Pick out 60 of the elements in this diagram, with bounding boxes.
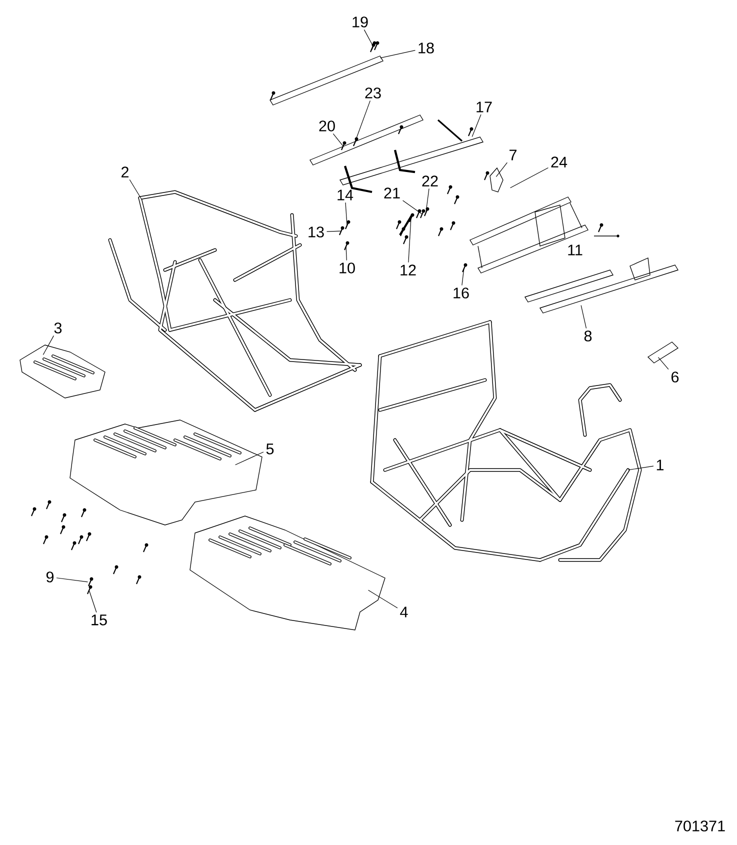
skid-plate-drawing — [20, 344, 106, 398]
leader-line — [658, 356, 669, 370]
callout-number: 22 — [422, 176, 438, 186]
bolt-drawing — [353, 137, 358, 146]
callout-number: 20 — [319, 120, 335, 132]
callout-number: 21 — [384, 188, 400, 198]
callout-number: 5 — [266, 444, 274, 454]
bolt-drawing — [341, 141, 346, 150]
leader-line — [496, 162, 508, 178]
callout-number: 15 — [92, 614, 107, 626]
rail-drawing — [270, 41, 384, 106]
callout-number: 6 — [672, 372, 679, 382]
callout-number: 16 — [454, 288, 469, 298]
skid-plate-drawing — [70, 420, 262, 526]
callout-number: 7 — [510, 150, 516, 160]
leader-line — [510, 167, 548, 188]
leader-line — [129, 179, 142, 200]
leader-line — [56, 578, 88, 582]
leader-line — [332, 133, 344, 146]
leader-line — [628, 466, 654, 470]
callout-number: 4 — [400, 606, 408, 618]
hinge-drawing — [438, 167, 504, 236]
bolt-drawing — [371, 41, 376, 50]
leader-line — [402, 200, 422, 214]
leader-line — [408, 218, 412, 263]
callout-number: 11 — [568, 244, 582, 256]
leader-line — [364, 29, 374, 46]
callout-number: 12 — [400, 264, 416, 276]
callout-number: 18 — [418, 42, 434, 54]
callout-number: 19 — [352, 16, 368, 28]
screw-drawing — [87, 585, 92, 594]
leader-line — [88, 590, 97, 613]
rail-drawing — [524, 258, 678, 314]
leader-line — [42, 335, 54, 356]
leader-line — [345, 202, 348, 226]
leader-line — [580, 304, 587, 329]
drawing-number: 701371 — [675, 820, 725, 832]
leader-line — [326, 230, 342, 232]
callout-number: 17 — [476, 102, 492, 112]
skid-plate-drawing — [190, 516, 386, 630]
fastener-drawing — [396, 209, 422, 244]
callout-number: 1 — [656, 460, 664, 470]
bolt-drawing — [462, 263, 468, 272]
leader-line — [354, 100, 370, 142]
bolt-drawing — [420, 209, 426, 218]
seat-frame-drawing — [470, 196, 588, 274]
callout-number: 24 — [551, 156, 568, 168]
nut-drawing — [424, 207, 430, 216]
callout-number: 3 — [54, 322, 62, 334]
frame-drawing — [370, 320, 642, 562]
leader-line — [368, 590, 398, 608]
leader-line — [472, 114, 482, 138]
callout-number: 23 — [365, 88, 381, 98]
leader-line — [346, 246, 347, 261]
leader-line — [462, 268, 464, 286]
callout-number: 2 — [122, 166, 128, 178]
leader-line — [426, 188, 430, 212]
screws-drawing — [31, 500, 148, 586]
leader-line — [380, 50, 416, 58]
frame-drawing — [108, 190, 362, 412]
